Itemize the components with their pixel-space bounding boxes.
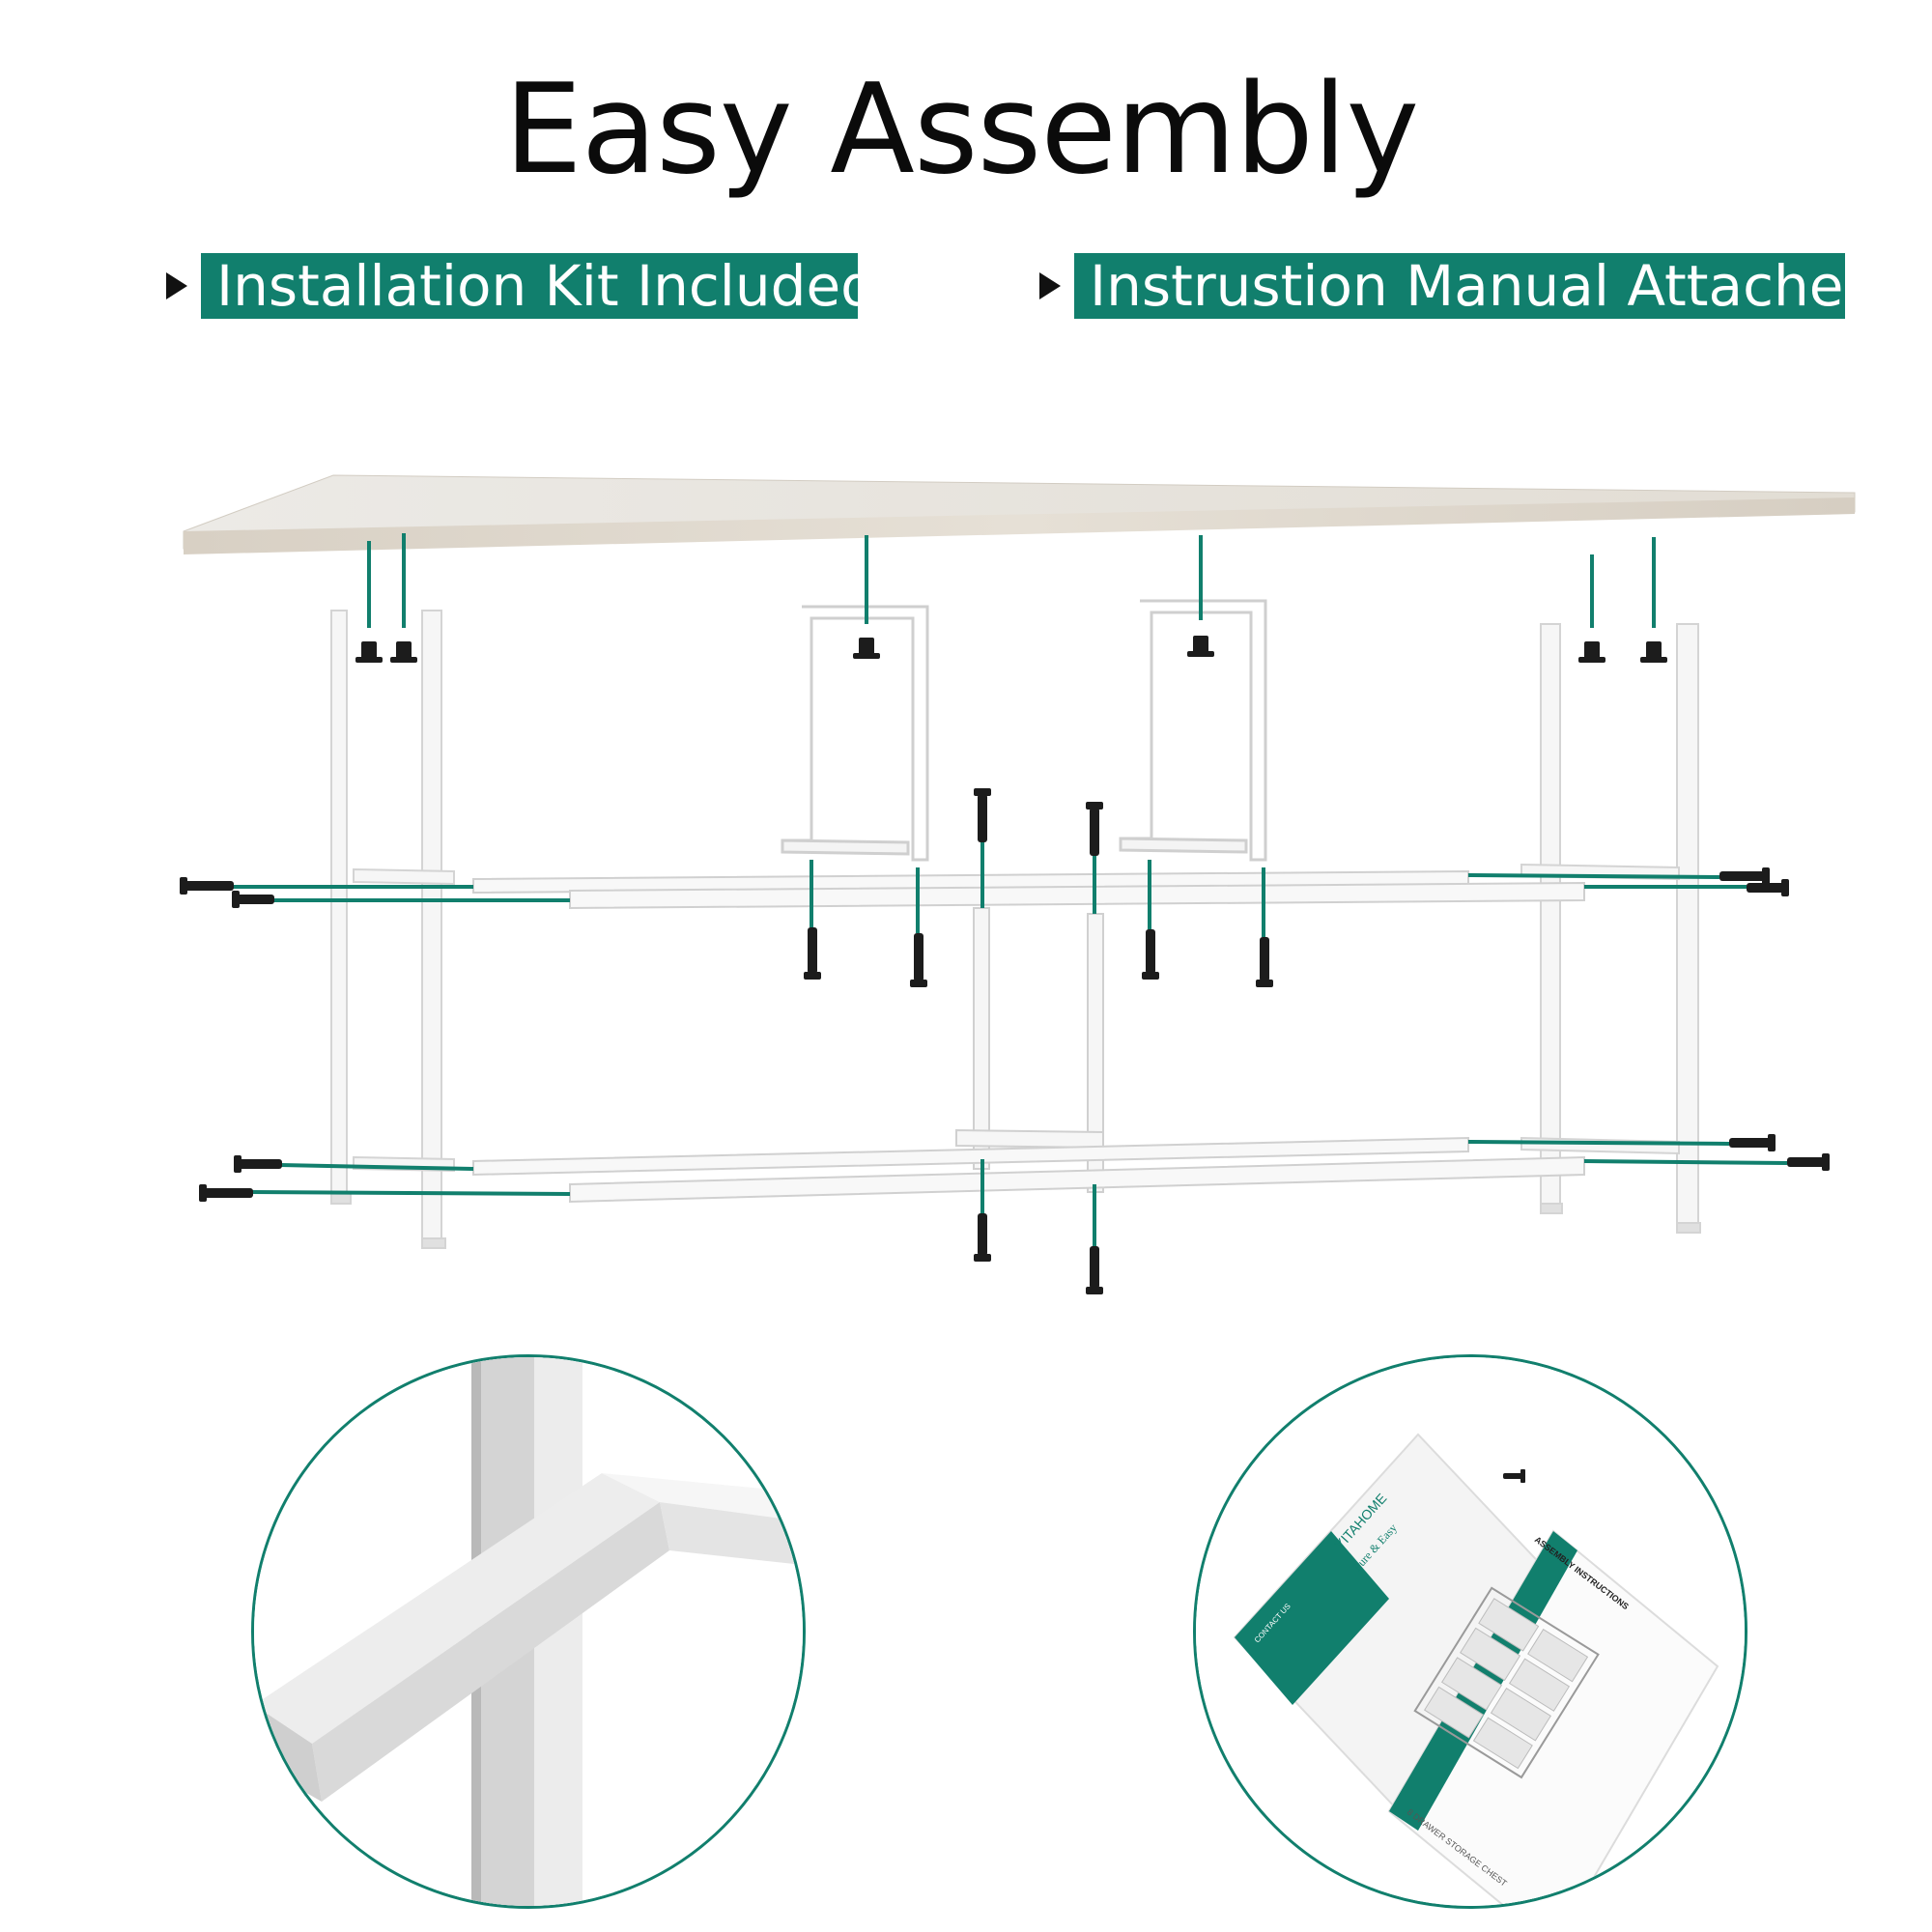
screw-icon <box>234 1155 282 1173</box>
screw-icon <box>974 1213 991 1262</box>
feature-instruction-manual: Instrustion Manual Attached <box>1039 253 1879 319</box>
screw-icon <box>1503 1469 1525 1483</box>
exploded-assembly-diagram <box>180 474 1856 1294</box>
feature-installation-kit: Installation Kit Included <box>166 253 876 319</box>
screw-icon <box>199 1184 253 1202</box>
screw-icon <box>974 788 991 842</box>
page-title: Easy Assembly <box>503 58 1419 202</box>
screw-icon <box>232 891 274 908</box>
screw-icon <box>1142 929 1159 980</box>
screw-icon <box>1729 1134 1776 1151</box>
lower-rails <box>472 1136 1585 1204</box>
tabletop <box>183 474 1856 554</box>
screw-icon <box>1787 1153 1830 1171</box>
upper-rails <box>472 869 1585 910</box>
screw-icon <box>1086 1246 1103 1294</box>
guide-lines <box>232 533 1788 1246</box>
manual-detail-circle: YITAHOME Pure & Easy CONTACT US ASSEMBLY… <box>1193 1354 1747 1909</box>
screws <box>180 636 1830 1294</box>
screw-icon <box>390 641 417 663</box>
play-arrow-icon <box>1039 272 1061 299</box>
bracket-detail-circle <box>251 1354 806 1909</box>
screw-icon <box>1719 867 1770 885</box>
bracket-closeup <box>254 1357 803 1906</box>
screw-icon <box>1086 802 1103 856</box>
screw-icon <box>804 927 821 980</box>
screw-icon <box>1747 879 1789 896</box>
feature-label: Installation Kit Included <box>201 253 876 319</box>
left-side-frame <box>330 610 455 1249</box>
instruction-manual-illustration: YITAHOME Pure & Easy CONTACT US ASSEMBLY… <box>1196 1357 1745 1906</box>
feature-label: Instrustion Manual Attached <box>1074 253 1879 319</box>
screw-icon <box>910 933 927 987</box>
screw-icon <box>1187 636 1214 657</box>
upper-brackets <box>781 599 1267 862</box>
screw-icon <box>180 877 234 895</box>
screw-icon <box>355 641 383 663</box>
screw-icon <box>853 638 880 659</box>
play-arrow-icon <box>166 272 187 299</box>
screw-icon <box>1640 641 1667 663</box>
screw-icon <box>1256 937 1273 987</box>
screw-icon <box>1578 641 1605 663</box>
